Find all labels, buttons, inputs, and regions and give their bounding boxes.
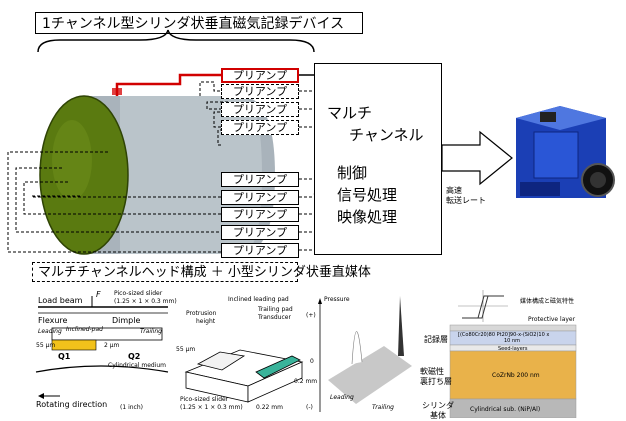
h55-label: 55 μm xyxy=(176,346,196,353)
inclined-pad-label: Inclined-pad xyxy=(66,326,103,333)
pad-pico-label: Pico-sized slider xyxy=(180,396,229,403)
transfer-arrow xyxy=(441,130,513,186)
preamp-lower-2: プリアンプ xyxy=(221,190,299,205)
multichannel-line2: チャンネル xyxy=(349,126,424,144)
preamp-upper-1: プリアンプ xyxy=(221,84,299,99)
minus-label: (-) xyxy=(306,404,313,411)
seed-label: Seed-layers xyxy=(498,346,528,352)
transfer-label-1: 高速 xyxy=(446,186,462,195)
brace-top xyxy=(37,29,315,53)
soft-layer-label: CoZrNb 200 nm xyxy=(492,372,540,379)
pico-slider-label: Pico-sized slider xyxy=(114,290,163,297)
preamp-red: プリアンプ xyxy=(221,68,299,83)
control-item-signal: 信号処理 xyxy=(337,186,398,204)
load-beam-label: Load beam xyxy=(38,296,83,305)
upper-right-lines xyxy=(299,90,314,128)
preamp-lower-4: プリアンプ xyxy=(221,225,299,240)
protective-label: Protective layer xyxy=(528,316,576,323)
media-title: 媒体構成と磁気特性 xyxy=(520,298,575,305)
rec-label: 記録層 xyxy=(424,335,448,344)
soft-label-2: 裏打ち層 xyxy=(420,377,452,386)
leading-label: Leading xyxy=(38,328,62,335)
slider-figure-graphics xyxy=(35,296,169,399)
pressure-trailing-label: Trailing xyxy=(372,404,394,411)
transducer-label: Transducer xyxy=(258,314,291,321)
control-item-video: 映像処理 xyxy=(337,208,398,226)
pad-figure-graphics xyxy=(184,349,304,403)
pressure-leading-label: Leading xyxy=(330,394,354,401)
control-item-control: 制御 xyxy=(337,164,368,182)
preamp-upper-2: プリアンプ xyxy=(221,102,299,117)
d022-label: 0.22 mm xyxy=(256,404,283,411)
q1-label: Q1 xyxy=(58,352,71,361)
page-title: 1チャンネル型シリンダ状垂直磁気記録デバイス xyxy=(35,12,363,34)
sub-label-2: 基体 xyxy=(430,411,446,420)
control-box: マルチ チャンネル 制御 信号処理 映像処理 xyxy=(314,63,442,255)
lower-right-lines xyxy=(299,178,314,251)
flexure-label: Flexure xyxy=(38,316,68,325)
red-signal-line xyxy=(115,73,221,96)
substrate-label: Cylindrical sub. (NiP/Al) xyxy=(470,406,541,413)
zero-label: 0 xyxy=(310,358,314,365)
plus-label: (+) xyxy=(306,312,316,319)
trailing-pad-label: Trailing pad xyxy=(258,306,293,313)
media-stack xyxy=(449,324,577,418)
h2-label: 2 μm xyxy=(104,342,120,349)
rotating-label: Rotating direction xyxy=(36,400,108,409)
cyl-medium-label: Cylindrical medium xyxy=(108,362,167,369)
inclined-leading-label: Inclined leading pad xyxy=(228,296,289,303)
video-camera-icon xyxy=(516,106,615,198)
pico-size-label: (1.25 × 1 × 0.3 mm) xyxy=(114,298,177,305)
bottom-caption: マルチチャンネルヘッド構成 ＋ 小型シリンダ状垂直媒体 xyxy=(32,262,371,282)
recording-thickness: 10 nm xyxy=(504,338,520,344)
height-label: height xyxy=(196,318,216,325)
sub-label-1: シリンダ xyxy=(422,401,454,410)
trailing-label: Trailing xyxy=(140,328,162,335)
transfer-label-2: 転送レート xyxy=(446,196,486,205)
hysteresis-loop xyxy=(458,290,508,322)
h1-label: 55 μm xyxy=(36,342,56,349)
pressure-figure-graphics xyxy=(318,296,412,412)
force-label: F xyxy=(96,290,101,299)
pressure-label: Pressure xyxy=(324,296,350,303)
inch-label: (1 inch) xyxy=(120,404,143,411)
preamp-upper-3: プリアンプ xyxy=(221,120,299,135)
multichannel-line1: マルチ xyxy=(327,104,373,122)
pad-size-label: (1.25 × 1 × 0.3 mm) xyxy=(180,404,243,411)
transfer-label: 高速 転送レート xyxy=(446,186,486,206)
preamp-lower-5: プリアンプ xyxy=(221,243,299,258)
protrusion-label: Protrusion xyxy=(186,310,217,317)
dimple-label: Dimple xyxy=(112,316,141,325)
recording-formula: [(Co80Cr20)80 Pt20]90-x-(SiO2)10 x xyxy=(458,332,550,338)
soft-label-1: 軟磁性 xyxy=(420,367,444,376)
preamp-lower-1: プリアンプ xyxy=(221,172,299,187)
q2-label: Q2 xyxy=(128,352,141,361)
d02-label: 0.2 mm xyxy=(294,378,318,385)
preamp-lower-3: プリアンプ xyxy=(221,207,299,222)
